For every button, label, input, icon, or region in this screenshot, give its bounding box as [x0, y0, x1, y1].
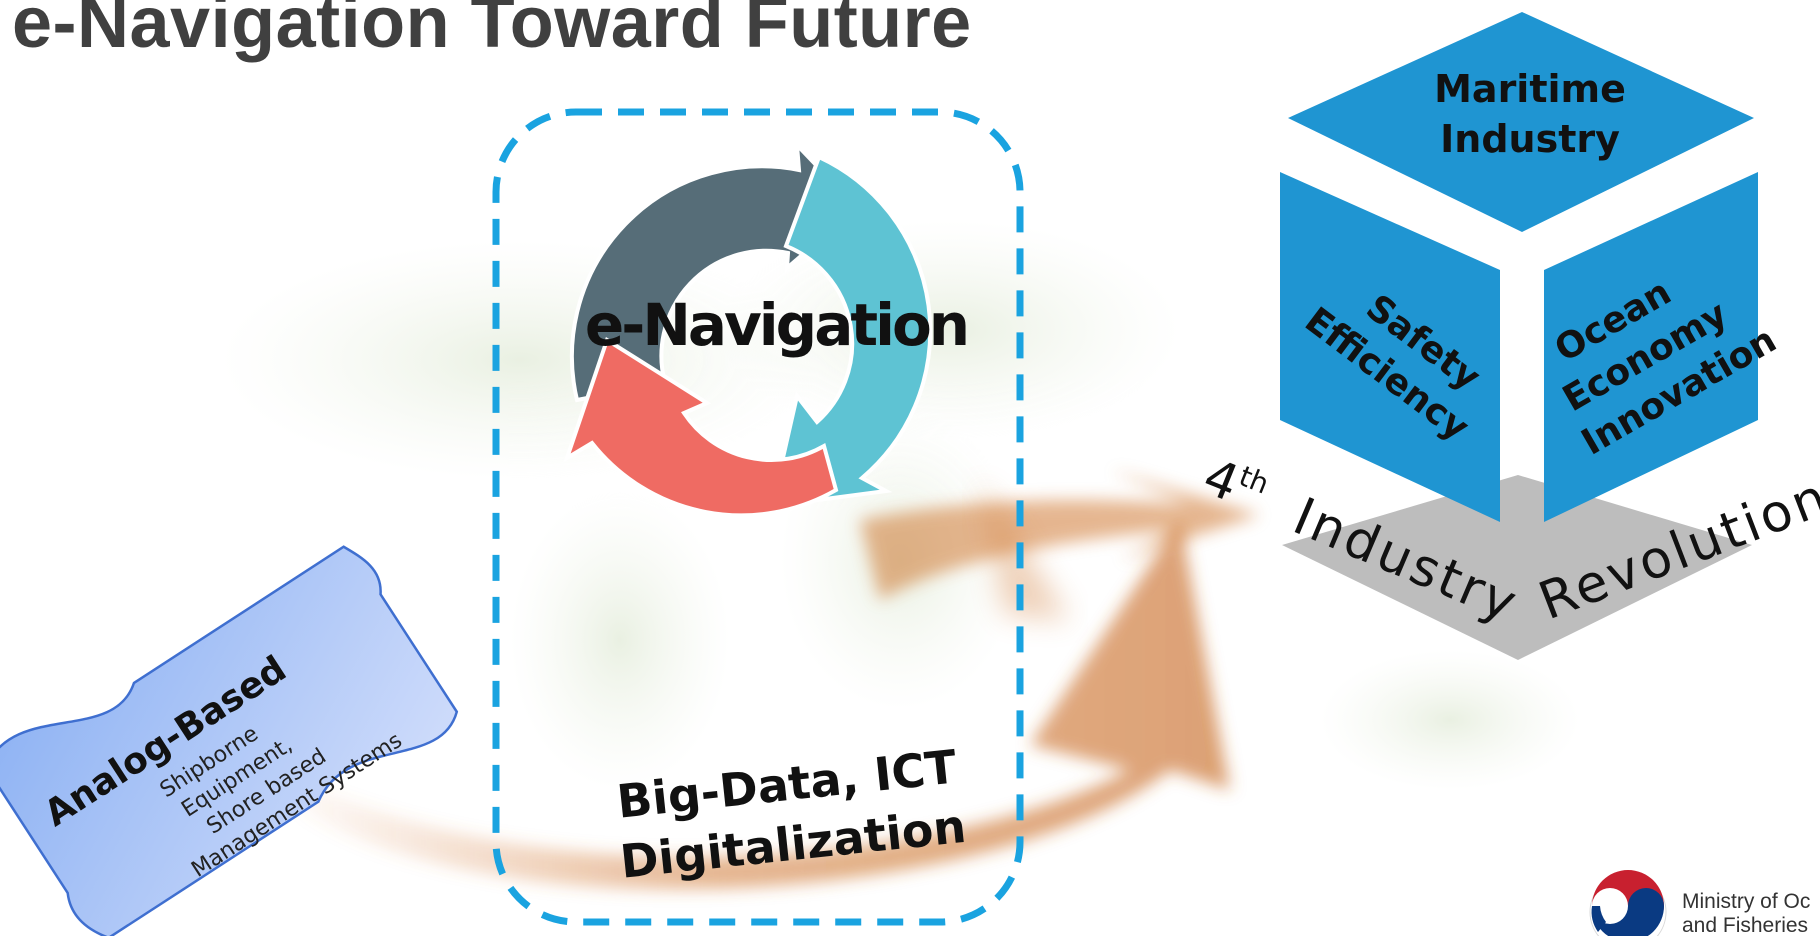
- ministry-name: Ministry of Oc and Fisheries: [1682, 890, 1810, 938]
- cube-right-face: [1544, 172, 1758, 522]
- map-australia: [1320, 650, 1580, 790]
- cube-base: [1282, 475, 1752, 660]
- cube-top-line-1: Maritime: [1434, 67, 1626, 111]
- upper-arrow: [860, 470, 1260, 600]
- ministry-emblem: [1589, 870, 1667, 936]
- cycle-segment-dark: [569, 139, 860, 403]
- ministry-line-2: and Fisheries: [1682, 914, 1809, 937]
- cycle-segment-red: [563, 336, 839, 518]
- arrow-haze: [980, 480, 1070, 620]
- map-south-america: [510, 490, 730, 790]
- scroll-shape: [0, 545, 459, 936]
- page-title: e-Navigation Toward Future: [12, 0, 972, 63]
- emblem-blue-half: [1592, 888, 1664, 936]
- transition-arrow: [300, 470, 1260, 890]
- cube-left-face: [1280, 172, 1500, 522]
- cycle-label: e-Navigation: [585, 291, 967, 359]
- ministry-line-1: Ministry of Oc: [1682, 890, 1811, 913]
- maritime-cube: Maritime Industry Safety Efficiency Ocea…: [1280, 12, 1783, 660]
- cycle-segment-teal: [769, 154, 933, 509]
- cycle-arrows: [563, 139, 933, 518]
- cube-top-face: [1288, 12, 1754, 232]
- emblem-accent: [1591, 906, 1606, 932]
- enavigation-frame: [492, 108, 1024, 926]
- cube-top-line-2: Industry: [1440, 117, 1620, 161]
- analog-based-scroll: Analog-Based Shipborne Equipment, Shore …: [0, 545, 459, 936]
